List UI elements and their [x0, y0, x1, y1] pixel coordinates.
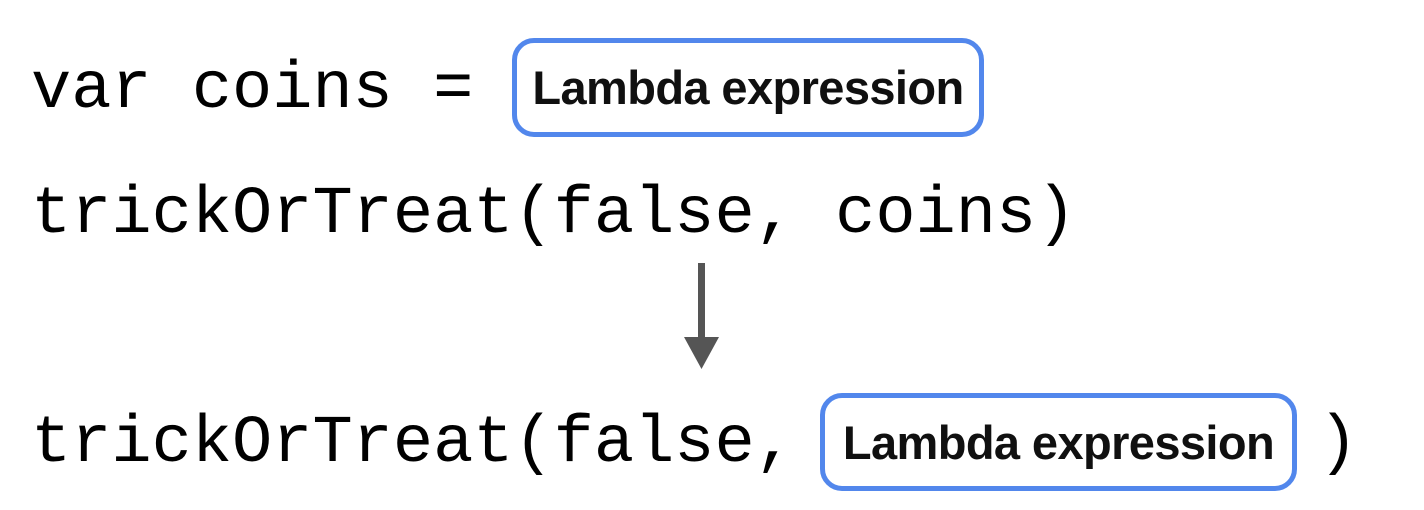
lambda-expression-chip-1[interactable]: Lambda expression — [512, 38, 984, 137]
code-line-call-with-variable: trickOrTreat(false, coins) — [31, 177, 1077, 253]
code-line-call-with-lambda: trickOrTreat(false, — [31, 406, 836, 482]
lambda-expression-chip-2-label: Lambda expression — [842, 415, 1275, 469]
code-line-closing-paren: ) — [1318, 406, 1359, 482]
code-line-declaration: var coins = — [31, 52, 514, 128]
down-arrow-svg — [684, 263, 719, 369]
lambda-expression-chip-2[interactable]: Lambda expression — [820, 393, 1297, 491]
lambda-expression-chip-1-label: Lambda expression — [532, 61, 964, 114]
down-arrow-icon — [672, 258, 732, 376]
arrow-head — [684, 337, 719, 369]
